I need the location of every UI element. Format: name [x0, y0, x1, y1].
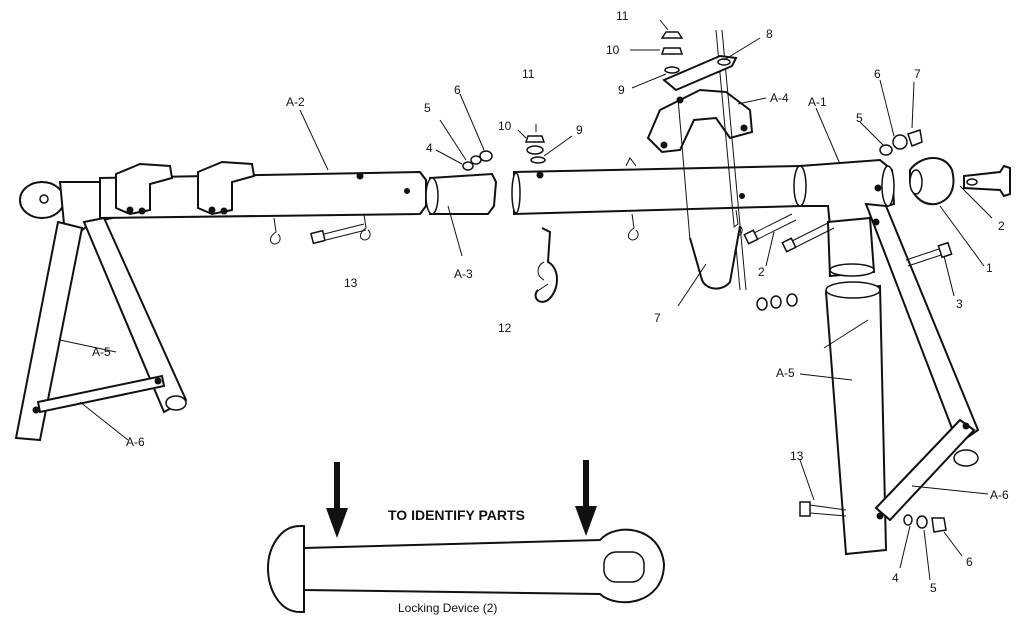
hook-12 — [534, 227, 558, 303]
leg-a5-right — [824, 284, 888, 556]
label-13-left: 13 — [344, 276, 358, 290]
fitting-leg-socket — [826, 216, 876, 278]
label-11-top: 11 — [616, 9, 629, 23]
label-12: 12 — [498, 321, 512, 335]
label-a1: A-1 — [808, 95, 827, 109]
bolt-2-mid — [743, 213, 835, 253]
label-4-left: 4 — [426, 141, 433, 155]
leader-lines — [59, 19, 993, 581]
label-9-top: 9 — [618, 83, 625, 97]
locking-device-shaft — [303, 528, 666, 604]
right-a1-fitting — [793, 158, 980, 446]
left-leg-back — [82, 216, 188, 414]
beam-right — [513, 164, 801, 216]
washer-9-top — [664, 66, 680, 74]
right-leg-a5 — [824, 281, 979, 556]
label-5-right: 5 — [856, 111, 863, 125]
swing-hook-1 — [269, 217, 281, 245]
left-a-frame — [14, 181, 188, 442]
label-a2: A-2 — [286, 95, 305, 109]
part-8-plate — [662, 54, 738, 92]
label-5-bottom: 5 — [930, 581, 937, 595]
washer-9-mid — [530, 156, 546, 164]
label-a6-left: A-6 — [126, 435, 145, 449]
top-beam-right — [511, 157, 801, 241]
label-8: 8 — [766, 27, 773, 41]
label-9-mid: 9 — [576, 123, 583, 137]
label-13-right: 13 — [790, 449, 804, 463]
locking-device-inset: TO IDENTIFY PARTS Locking Device (2) — [266, 460, 666, 615]
label-2-mid: 2 — [758, 265, 765, 279]
label-6-left: 6 — [454, 83, 461, 97]
cap-11-top — [660, 31, 684, 39]
fitting-rear-strut — [864, 202, 980, 446]
clamp-bracket-1 — [115, 162, 174, 216]
mid-hardware-stack — [524, 135, 546, 164]
locking-pin-2-shape — [963, 164, 1011, 198]
label-10-top: 10 — [606, 43, 620, 57]
left-hardware-stack — [462, 150, 493, 171]
bottom-right-hardware — [903, 514, 947, 533]
locking-pin-2 — [963, 164, 1011, 198]
inset-title: TO IDENTIFY PARTS — [388, 507, 525, 523]
bolt-13-right — [799, 501, 847, 517]
inset-caption: Locking Device (2) — [398, 601, 497, 615]
swing-hook-3 — [627, 213, 639, 241]
connector-sleeve-a3 — [429, 172, 498, 215]
label-5-left: 5 — [424, 101, 431, 115]
label-a5-right: A-5 — [776, 366, 795, 380]
left-leg-front — [14, 220, 84, 442]
washers-near-7 — [756, 293, 798, 311]
beam-a2 — [99, 170, 427, 220]
label-6-bottom: 6 — [966, 555, 973, 569]
label-2-right: 2 — [998, 219, 1005, 233]
top-beam-a2 — [99, 160, 427, 245]
label-11-mid: 11 — [522, 67, 535, 81]
label-6-right: 6 — [874, 67, 881, 81]
clamp-bracket-2 — [197, 160, 256, 216]
left-cross-brace — [36, 374, 166, 414]
label-a5-left: A-5 — [92, 345, 111, 359]
right-end-cap — [909, 157, 955, 206]
label-a6-right: A-6 — [990, 488, 1009, 502]
swing-hanger-12 — [534, 227, 558, 303]
label-1: 1 — [986, 261, 993, 275]
right-top-hardware — [879, 129, 923, 156]
nut-10-mid — [526, 145, 544, 155]
label-10-mid: 10 — [498, 119, 512, 133]
nut-10-top — [660, 47, 684, 55]
locking-device-head — [266, 525, 305, 613]
brace-a6-right — [874, 418, 976, 522]
locking-device-eye — [603, 551, 645, 583]
label-a3: A-3 — [454, 267, 473, 281]
u-bolt-7 — [689, 225, 741, 290]
label-4-right: 4 — [892, 571, 899, 585]
arrow-right — [575, 460, 597, 536]
callout-labels: A-2 A-3 A-1 A-4 A-5 A-6 A-5 A-6 11 10 9 … — [92, 9, 1009, 595]
a4-bracket-assembly — [646, 29, 754, 291]
swing-hook-2 — [359, 213, 371, 241]
bolt-13-left — [310, 223, 367, 245]
arrow-left — [326, 462, 348, 538]
bolt-3 — [905, 241, 953, 267]
label-7-right: 7 — [914, 67, 921, 81]
cap-11-mid — [524, 135, 546, 143]
label-a4: A-4 — [770, 91, 789, 105]
label-3: 3 — [956, 297, 963, 311]
label-7-bottom: 7 — [654, 311, 661, 325]
